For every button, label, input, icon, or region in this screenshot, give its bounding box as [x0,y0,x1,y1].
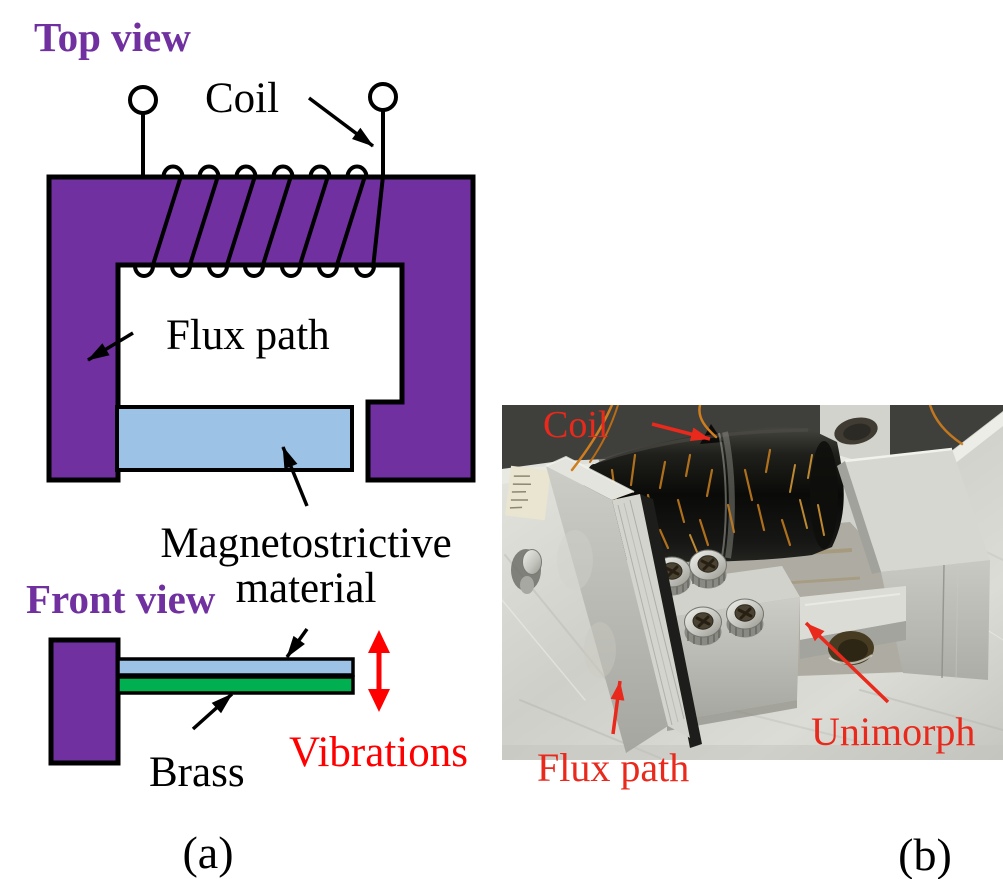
photo-unimorph-label: Unimorph [811,709,976,754]
brass-arrow [191,692,234,731]
device-photo [502,405,1003,760]
front-view-brass-bar [116,675,355,695]
front-view-diagram [48,627,390,766]
flux-path-label: Flux path [166,312,330,359]
caption-a: (a) [182,827,234,878]
front-view-title: Front view [26,576,216,622]
material-arrow-top-view [281,446,309,507]
side-pin [511,549,542,594]
vibrations-arrow [368,630,390,712]
plate-hole [828,631,874,665]
coil-terminal-right [368,82,398,176]
magnetostrictive-material-label: Magnetostrictive material [136,521,476,611]
photo-screw-2 [688,548,728,590]
vibrations-label: Vibrations [289,729,468,776]
front-view-magnetostrictive-bar [116,657,355,677]
photo-flux-path-label: Flux path [537,745,690,790]
ruler-label [504,465,551,521]
coil-terminal-left [128,85,158,177]
caption-b: (b) [898,829,952,879]
photo-screw-3 [683,605,723,647]
photo-annotations [610,422,890,735]
material-arrow-front-view [285,627,309,659]
block-gap-shadow [640,494,702,748]
coil-label: Coil [205,75,280,122]
coil-arrow [307,96,375,148]
magnetostrictive-bar [115,405,354,472]
top-view-title: Top view [34,14,191,60]
brass-label: Brass [149,749,245,796]
front-view-clamp [48,637,121,766]
photo-coil-label: Coil [543,404,609,446]
tape-seam [722,431,735,559]
flux-path-arrow [87,331,134,362]
coil-lead-wires [570,405,964,472]
photo-unimorph-arrow [804,621,890,704]
photo-flux-path-arrow [610,680,625,735]
photo-left-flux-block [545,455,690,753]
material-label-line1: Magnetostrictive [160,520,452,567]
material-label-line2: material [235,565,377,613]
photo-coil-arrow [651,422,711,442]
coil-winding [133,164,385,278]
photo-screw-4 [725,597,765,639]
photo-right-flux-block [837,447,990,680]
top-view-diagram [46,82,476,507]
